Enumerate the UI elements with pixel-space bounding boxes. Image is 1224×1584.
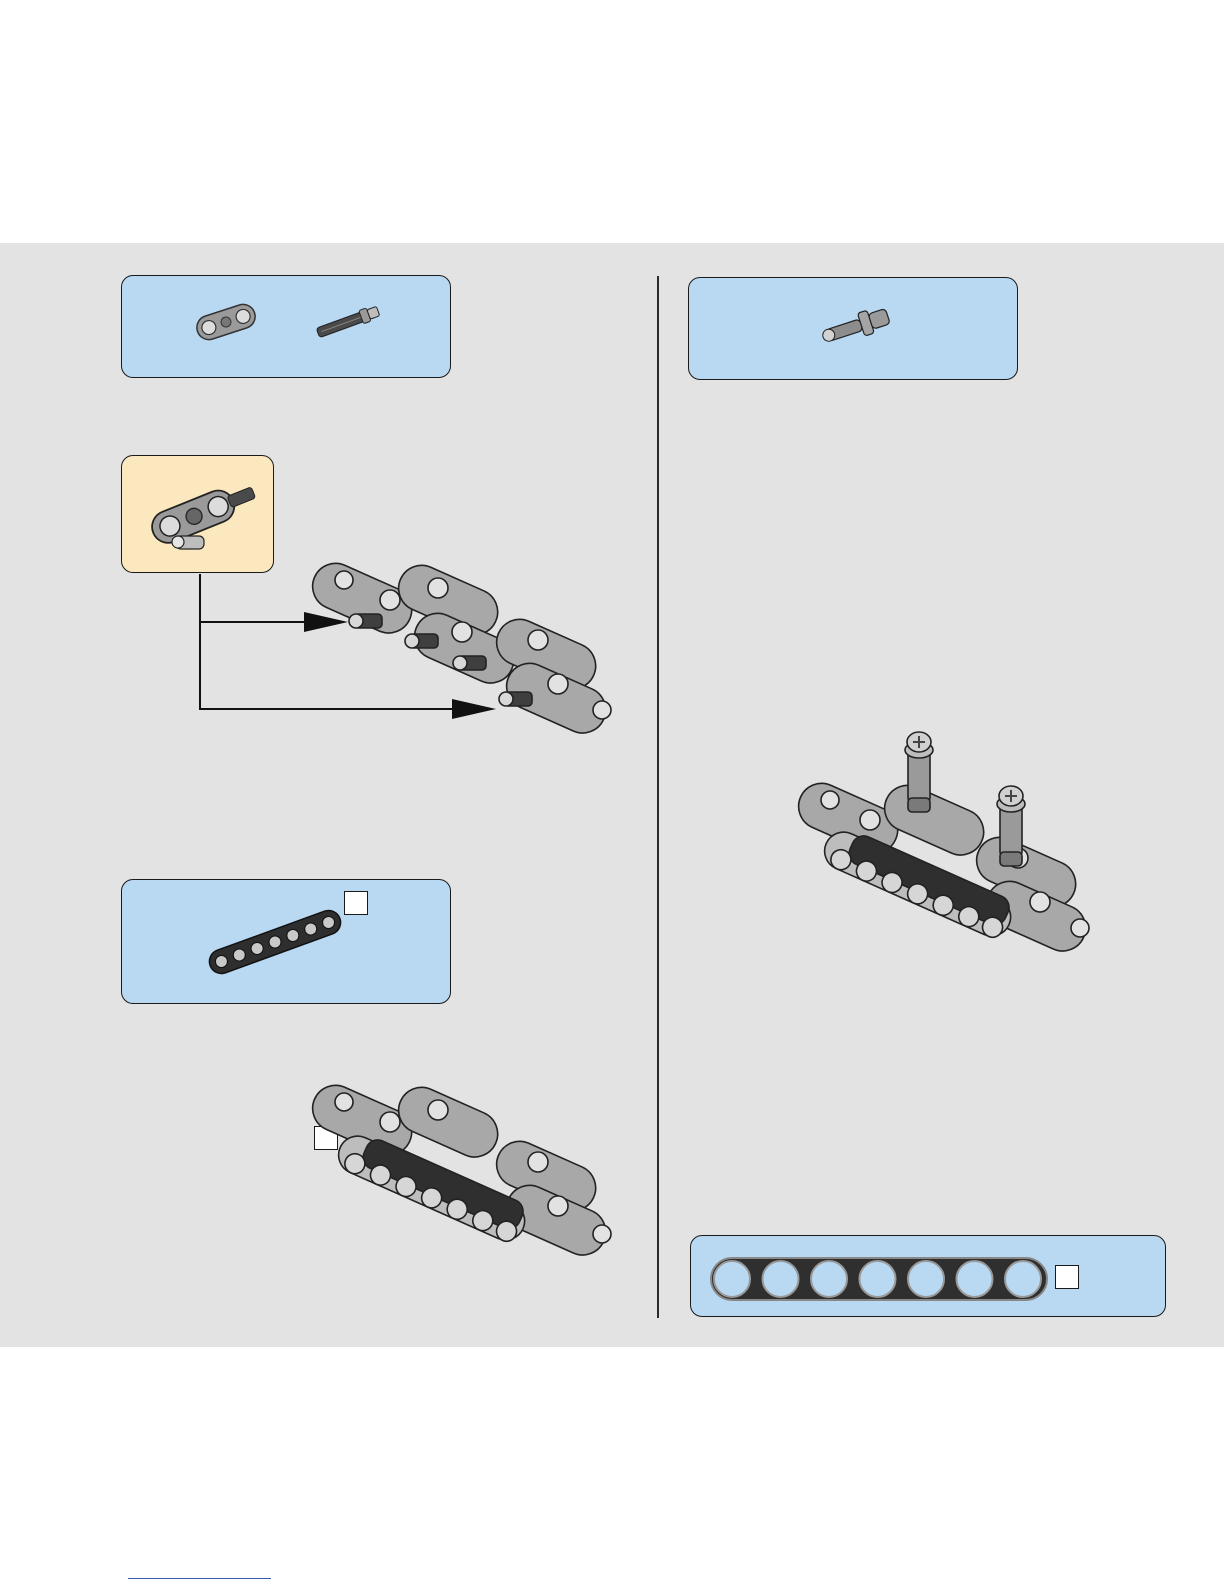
beam-length-box: [1055, 1265, 1079, 1289]
beam-hole: [1005, 1261, 1041, 1297]
beam-hole: [860, 1261, 896, 1297]
beam-hole: [763, 1261, 799, 1297]
footer-link-underline: [128, 1578, 271, 1579]
beam-7-icon: [200, 902, 350, 982]
beam-hole: [957, 1261, 993, 1297]
parts-callout-step-3: [688, 277, 1018, 380]
chain-with-beam-assembly: [318, 1070, 624, 1270]
chain-with-pins-assembly: [804, 730, 1104, 966]
chain-assembly-step-1: [318, 548, 624, 744]
beam-hole: [908, 1261, 944, 1297]
beam-hole: [811, 1261, 847, 1297]
beam-hole: [714, 1261, 750, 1297]
pin-with-stop-bush-icon: [817, 300, 897, 350]
part-count-box: [344, 891, 368, 915]
beam-7-ruler-icon: [709, 1256, 1049, 1302]
beam-length-ruler: [690, 1235, 1166, 1317]
parts-callout-step-2: [121, 879, 451, 1004]
